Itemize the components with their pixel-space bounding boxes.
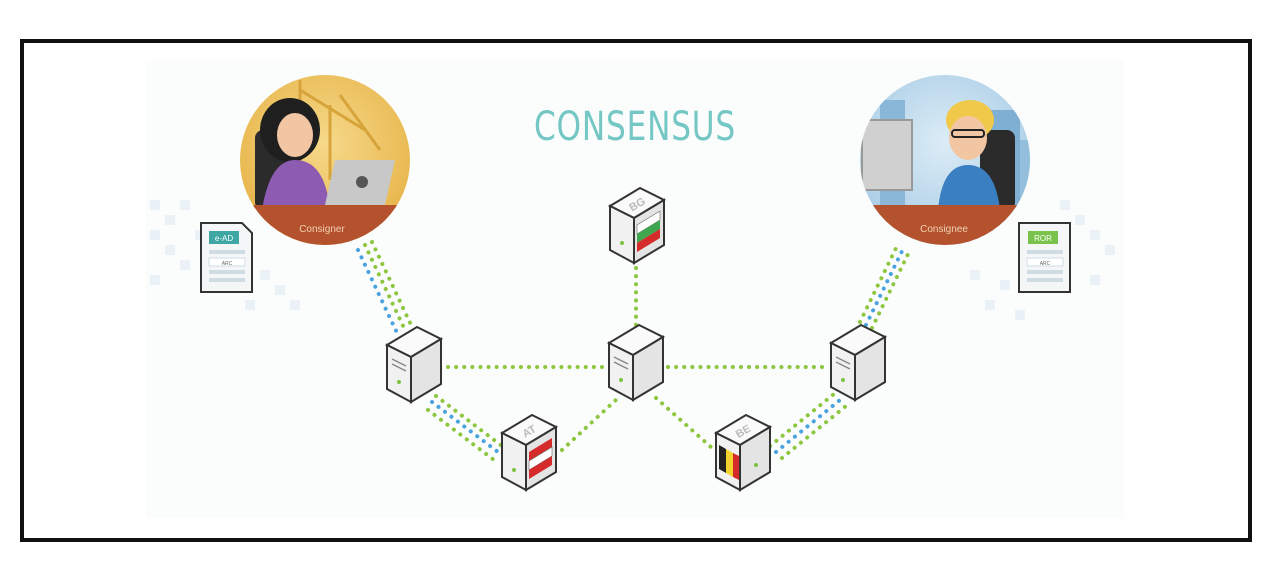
document-ror-tag: ROR — [1034, 234, 1052, 243]
flag-belgium — [719, 445, 739, 480]
link-server-left-at-2 — [426, 408, 496, 462]
flag-austria — [528, 438, 553, 479]
document-e-ad: e-AD ARC — [200, 222, 253, 293]
flag-bulgaria — [636, 210, 661, 252]
node-be: BE — [713, 413, 773, 492]
document-ror: ROR ARC — [1018, 222, 1071, 293]
link-consigner-server-left — [363, 243, 407, 332]
server-left — [384, 325, 444, 404]
document-ror-line: ARC — [1040, 261, 1051, 267]
link-consigner-server-left-2 — [356, 248, 400, 337]
link-consigner-server-left-3 — [370, 240, 414, 329]
link-be-server-right — [774, 398, 842, 454]
link-be-server-right-2 — [780, 404, 848, 460]
consignee-label: Consignee — [920, 224, 968, 235]
consignee-avatar: Consignee — [860, 75, 1030, 245]
link-server-left-at-3 — [434, 394, 504, 448]
consigner-label: Consigner — [299, 224, 345, 235]
link-server-right-consignee-3 — [858, 240, 901, 324]
link-at-center — [560, 396, 620, 452]
node-at: AT — [499, 413, 559, 492]
connection-links — [356, 240, 913, 462]
link-be-server-right-3 — [768, 392, 836, 448]
document-e-ad-line: ARC — [222, 261, 233, 267]
server-right — [828, 323, 888, 402]
link-server-left-at — [430, 400, 500, 454]
server-center — [606, 323, 666, 402]
link-server-right-consignee — [864, 243, 907, 327]
diagram-title: CONSENSUS — [533, 104, 736, 150]
node-bg: BG — [607, 186, 667, 265]
document-e-ad-tag: e-AD — [215, 234, 233, 243]
link-center-be — [654, 396, 714, 450]
consigner-avatar: Consigner — [240, 75, 410, 245]
link-server-right-consignee-2 — [870, 246, 913, 330]
